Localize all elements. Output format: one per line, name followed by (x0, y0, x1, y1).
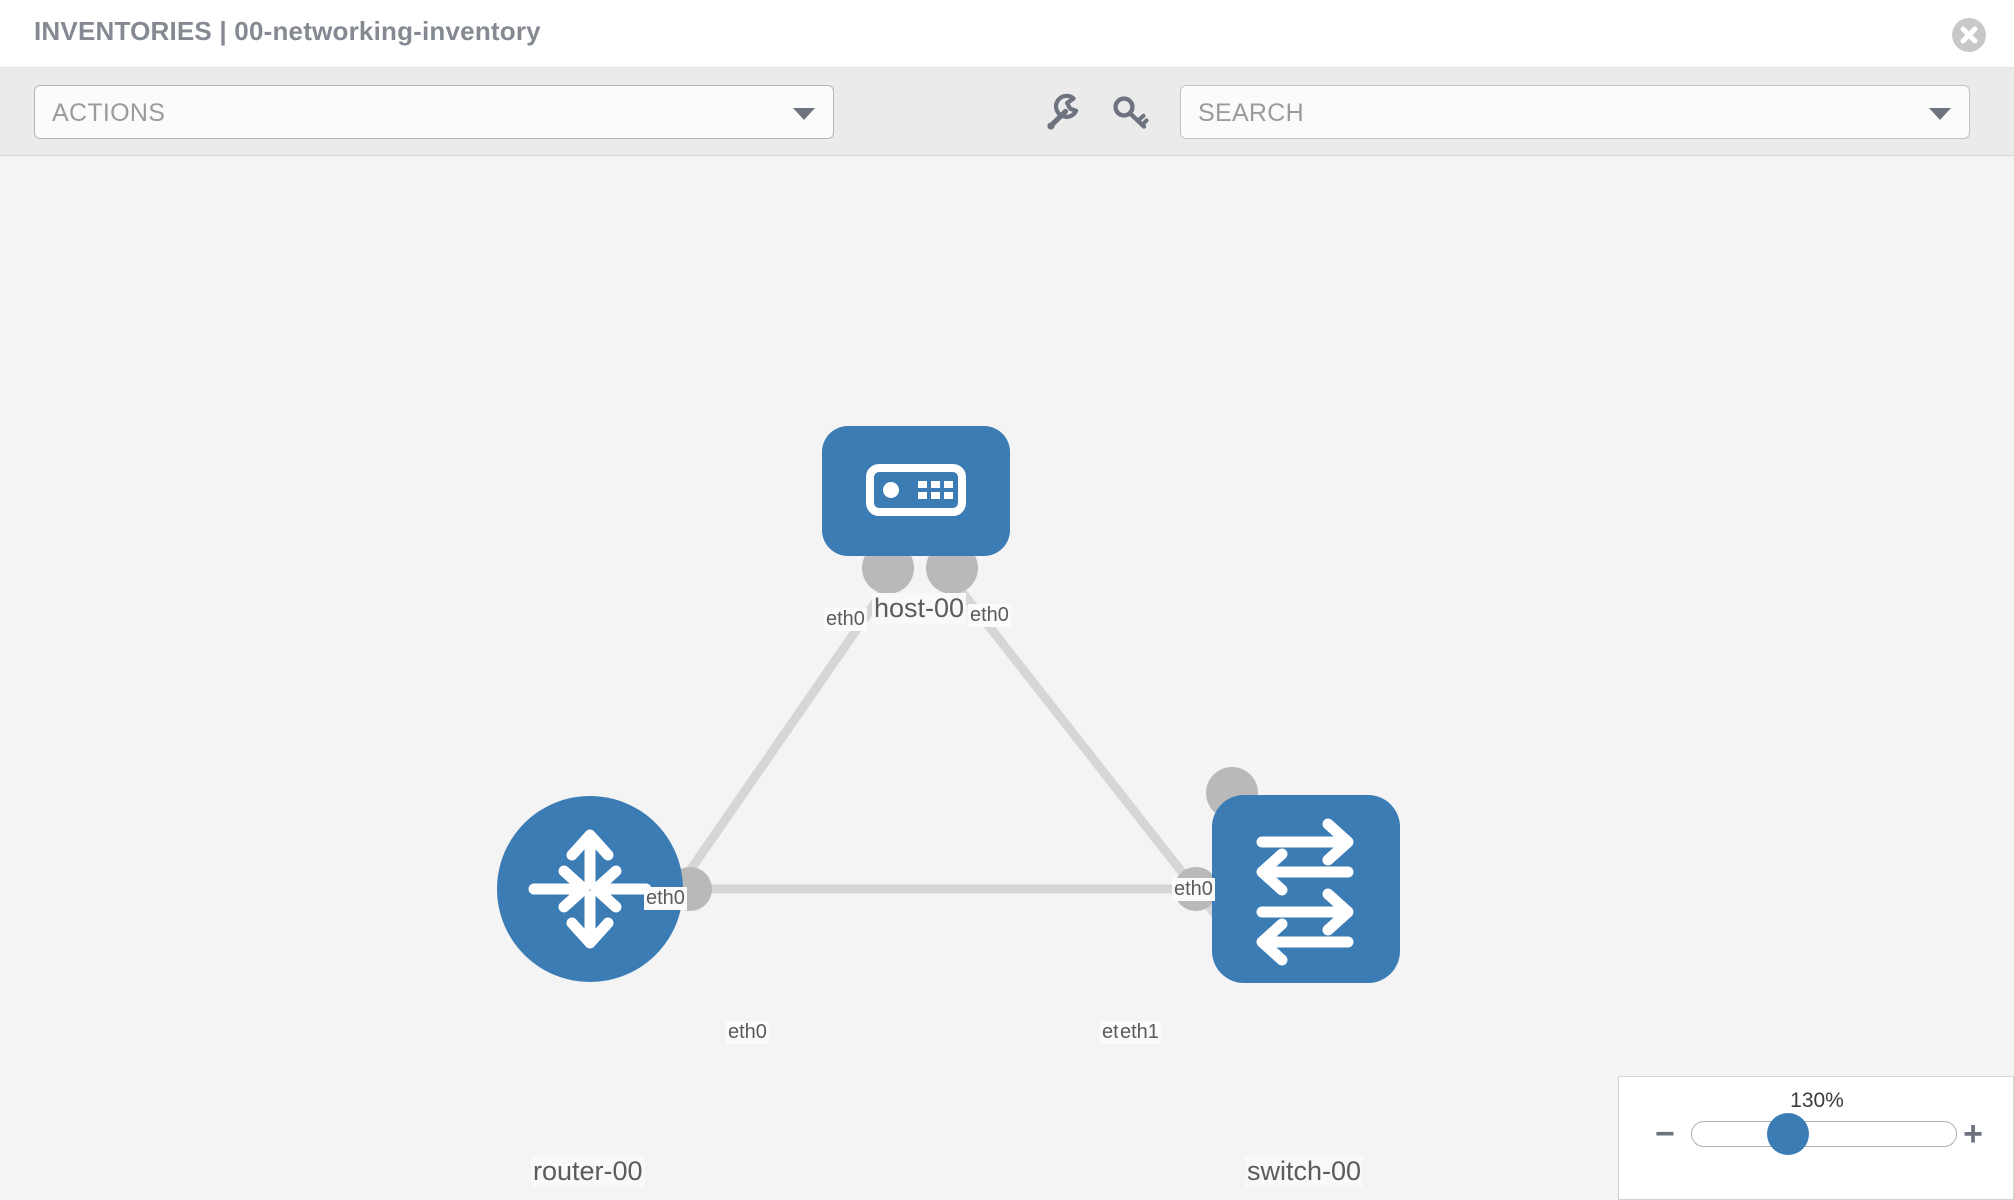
zoom-out-button[interactable]: − (1655, 1115, 1675, 1153)
topology-graph (497, 426, 1400, 983)
node-router-00[interactable] (497, 796, 683, 982)
iface-label-host-eth0-right: eth0 (968, 604, 1011, 627)
credentials-key-button[interactable] (1108, 90, 1154, 136)
close-icon (1960, 26, 1978, 44)
server-icon (866, 464, 966, 516)
node-label-switch: switch-00 (1245, 1156, 1364, 1187)
zoom-slider-thumb[interactable] (1767, 1113, 1809, 1155)
topology-canvas[interactable]: host-00 router-00 switch-00 eth0 eth0 et… (0, 156, 2014, 1200)
iface-label-switch-eth1: eth1 (1118, 1021, 1161, 1044)
close-button[interactable] (1952, 18, 1986, 52)
chevron-down-icon (793, 108, 815, 120)
toolbar: ACTIONS SEARCH (0, 68, 2014, 156)
node-host-00[interactable] (822, 426, 1010, 556)
actions-dropdown-label: ACTIONS (52, 99, 166, 127)
zoom-control-panel: 130% − + (1618, 1076, 2014, 1200)
iface-label-host-eth0-left: eth0 (824, 608, 867, 631)
chevron-down-icon (1929, 108, 1951, 120)
wrench-icon (1047, 93, 1079, 130)
key-icon (1113, 96, 1149, 129)
search-placeholder: SEARCH (1198, 99, 1304, 127)
zoom-in-button[interactable]: + (1963, 1115, 1983, 1153)
settings-wrench-button[interactable] (1040, 90, 1086, 136)
iface-label-router-uplink-eth0: eth0 (644, 887, 687, 910)
node-label-router: router-00 (531, 1156, 645, 1187)
topology-edges (656, 571, 1244, 949)
zoom-slider-track[interactable] (1691, 1121, 1957, 1147)
actions-dropdown[interactable]: ACTIONS (34, 85, 834, 139)
page-header: INVENTORIES | 00-networking-inventory (0, 0, 2014, 68)
iface-label-switch-uplink-eth0: eth0 (1172, 878, 1215, 901)
search-input[interactable]: SEARCH (1180, 85, 1970, 139)
node-label-host: host-00 (872, 593, 967, 624)
switch-icon (1256, 818, 1354, 966)
zoom-level-readout: 130% (1790, 1089, 1844, 1112)
node-switch-00[interactable] (1212, 795, 1400, 983)
iface-label-router-eth0: eth0 (726, 1021, 769, 1044)
router-icon (528, 829, 652, 949)
page-title: INVENTORIES | 00-networking-inventory (34, 16, 541, 46)
